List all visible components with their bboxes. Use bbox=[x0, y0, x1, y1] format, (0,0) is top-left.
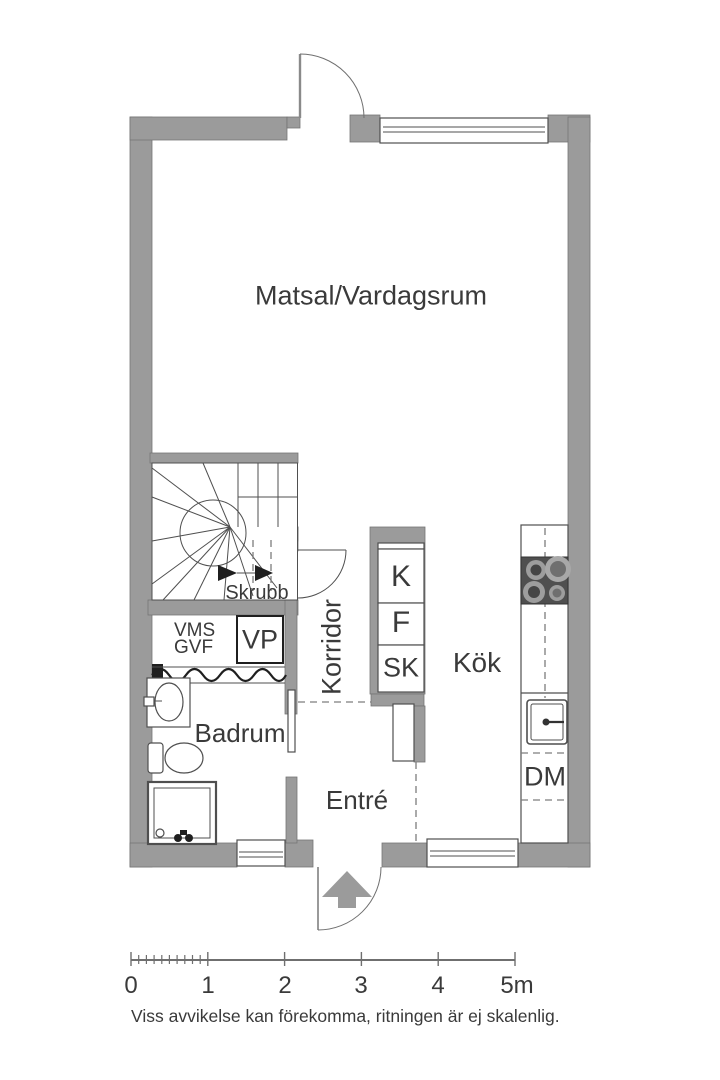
toilet bbox=[147, 742, 204, 774]
cabinet-sk-box bbox=[377, 644, 425, 693]
door-bathroom-sliding bbox=[287, 689, 296, 753]
kitchen-fixtures bbox=[520, 524, 571, 844]
wall-bottom-mid bbox=[381, 842, 428, 868]
room-label-skrubb: Skrubb bbox=[225, 582, 289, 604]
window-top bbox=[379, 117, 549, 144]
room-label-bathroom: Badrum bbox=[194, 718, 286, 748]
wall-right bbox=[567, 116, 591, 868]
disclaimer-text: Viss avvikelse kan förekomma, ritningen … bbox=[131, 1006, 560, 1026]
window-bottom-mid bbox=[426, 838, 519, 868]
stove-icon bbox=[520, 556, 571, 605]
scale-bar-minor-ticks bbox=[138, 955, 201, 964]
bathroom-sink bbox=[143, 677, 191, 728]
wall-bottom-right bbox=[517, 842, 591, 868]
scale-label-5m: 5m bbox=[500, 972, 534, 999]
wall-bathroom-foot bbox=[284, 839, 314, 868]
stair-direction-arrow-2 bbox=[255, 565, 273, 581]
hall-cabinets bbox=[377, 542, 425, 762]
room-label-living: Matsal/Vardagsrum bbox=[254, 280, 488, 311]
wall-cabinet-lower-strip bbox=[413, 705, 426, 763]
entrance-arrow-icon bbox=[322, 871, 372, 908]
stair-direction-arrow-1 bbox=[218, 565, 237, 581]
window-bottom-left bbox=[236, 839, 286, 867]
label-dm: DM bbox=[524, 761, 566, 792]
doors bbox=[287, 53, 382, 931]
room-label-kitchen: Kök bbox=[452, 647, 502, 678]
room-label-entry: Entré bbox=[325, 785, 389, 815]
cabinet-label-sk: SK bbox=[382, 652, 420, 683]
door-skrubb bbox=[297, 549, 347, 599]
cabinet-f-box bbox=[377, 602, 425, 646]
wall-bottom-left bbox=[129, 842, 238, 868]
kitchen-sink bbox=[526, 699, 568, 745]
scale-label-2: 2 bbox=[278, 972, 292, 999]
label-vms: VMS bbox=[174, 620, 216, 641]
shower bbox=[146, 780, 218, 846]
wall-stair-top bbox=[149, 452, 299, 464]
label-vp: VP bbox=[241, 624, 279, 655]
windows bbox=[236, 117, 549, 868]
scale-label-4: 4 bbox=[431, 972, 445, 999]
cabinet-label-k: K bbox=[390, 560, 412, 593]
scale-label-1: 1 bbox=[201, 972, 215, 999]
staircase bbox=[151, 462, 298, 601]
cabinet-front-strip bbox=[377, 542, 425, 550]
wall-top-door-jamb-right bbox=[349, 114, 381, 143]
scale-label-3: 3 bbox=[354, 972, 368, 999]
scale-bar bbox=[130, 952, 516, 966]
label-vms-gvf: VMS GVF bbox=[174, 620, 216, 658]
washer-valve-icon bbox=[152, 664, 163, 680]
wall-top-left bbox=[129, 116, 288, 141]
room-label-corridor: Korridor bbox=[316, 598, 347, 696]
wall-bathroom-right-pillar bbox=[285, 776, 298, 844]
bathroom-fixtures bbox=[143, 615, 287, 846]
door-entrance bbox=[317, 866, 382, 931]
wall-top-door-jamb-left bbox=[286, 116, 301, 129]
water-heater-box bbox=[236, 615, 284, 664]
cabinet-label-f: F bbox=[391, 606, 411, 639]
door-top-terrace bbox=[298, 53, 365, 119]
label-gvf: GVF bbox=[174, 637, 214, 658]
stair-walkline-circle bbox=[179, 499, 247, 567]
entry-wardrobe-box bbox=[392, 703, 415, 762]
scale-label-0: 0 bbox=[124, 972, 138, 999]
